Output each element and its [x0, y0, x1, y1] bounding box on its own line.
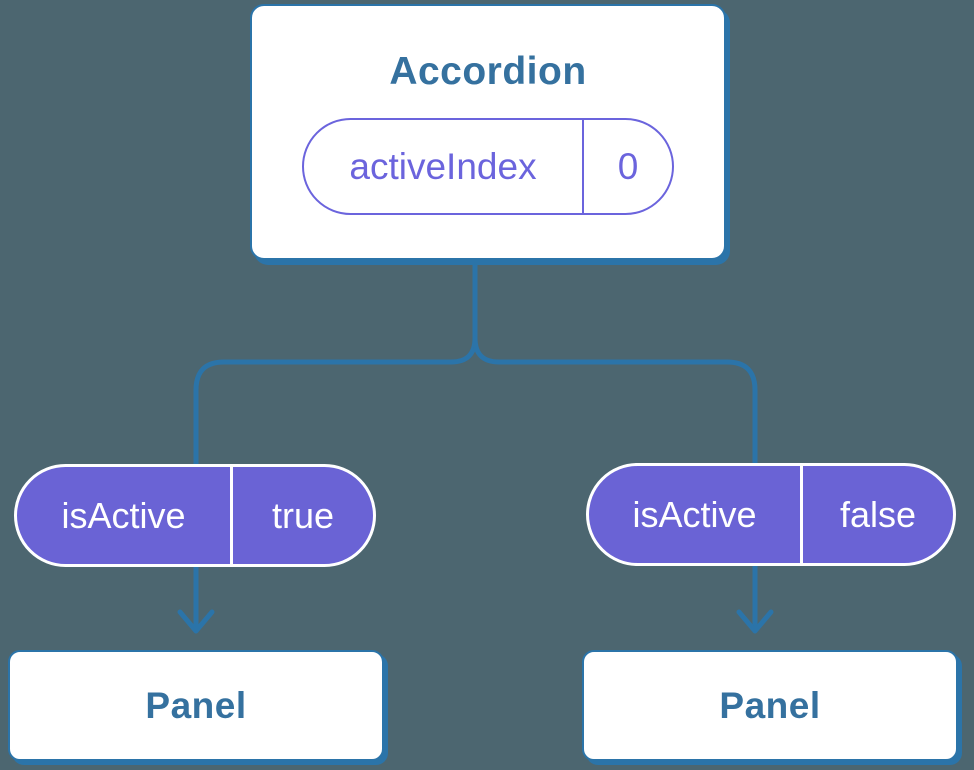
prop-value: true	[271, 494, 335, 536]
arrow-down-icon	[736, 609, 774, 634]
connector-right-branch	[472, 335, 758, 632]
accordion-component-node: Accordion activeIndex 0	[250, 4, 726, 260]
panel-label: Panel	[145, 684, 247, 726]
prop-name: isActive	[589, 466, 803, 563]
state-name: activeIndex	[304, 120, 584, 213]
panel-component-node: Panel	[582, 650, 958, 761]
connector-left-branch	[193, 253, 478, 632]
component-title: Accordion	[389, 50, 587, 93]
prop-name: isActive	[17, 467, 233, 564]
prop-pill-isactive-false: isActive false	[586, 463, 956, 566]
prop-pill-isactive-true: isActive true	[14, 464, 376, 567]
prop-value: false	[839, 493, 917, 535]
arrow-down-icon	[177, 609, 215, 634]
panel-component-node: Panel	[8, 650, 384, 761]
state-pill-activeindex: activeIndex 0	[302, 118, 674, 215]
panel-label: Panel	[719, 684, 821, 726]
state-value: 0	[617, 145, 639, 187]
